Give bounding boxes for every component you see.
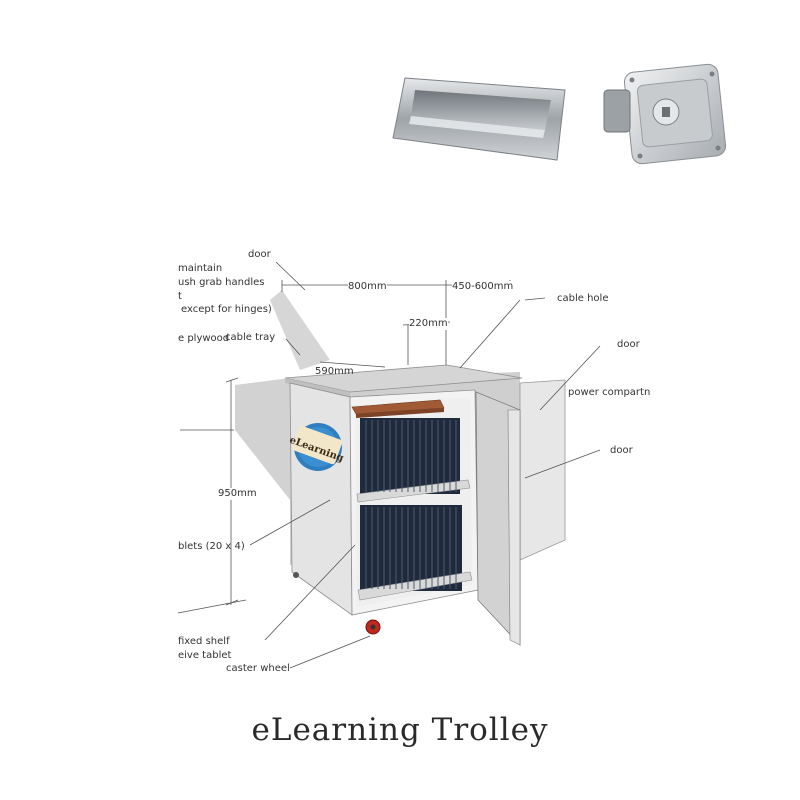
- label-maintain: maintain: [178, 263, 223, 274]
- label-dim-800: 800mm: [348, 281, 387, 293]
- upper-tablet-rack: [360, 418, 460, 494]
- label-dim-220: 220mm: [409, 318, 448, 330]
- label-dim-950: 950mm: [218, 488, 257, 500]
- label-fixed-shelf: fixed shelf: [178, 636, 230, 647]
- label-except-hinges: except for hinges): [181, 304, 272, 315]
- label-t: t: [178, 291, 182, 302]
- label-cable-tray: cable tray: [225, 332, 276, 343]
- label-dim-590: 590mm: [315, 366, 354, 377]
- label-door-lower: door: [610, 445, 633, 456]
- left-top-panel: [270, 290, 330, 370]
- label-grab-handles: ush grab handles: [178, 277, 265, 288]
- paddle-lock-latch-icon: [603, 63, 727, 165]
- side-panel: [289, 382, 353, 616]
- label-receive-tablet: eive tablet: [178, 650, 232, 661]
- recessed-pull-handle-icon: [392, 77, 566, 161]
- label-cable-hole: cable hole: [557, 293, 609, 304]
- label-power-compartment: power compartn: [568, 387, 651, 398]
- label-door-top: door: [248, 249, 271, 260]
- label-dim-450-600: 450-600mm: [452, 281, 514, 293]
- label-tablets: blets (20 x 4): [178, 541, 245, 552]
- label-plywood: e plywood: [178, 333, 230, 344]
- page-title: eLearning Trolley: [251, 712, 549, 748]
- label-door-right: door: [617, 339, 640, 350]
- left-door-panel: [235, 378, 290, 500]
- label-caster-wheel: caster wheel: [226, 663, 290, 674]
